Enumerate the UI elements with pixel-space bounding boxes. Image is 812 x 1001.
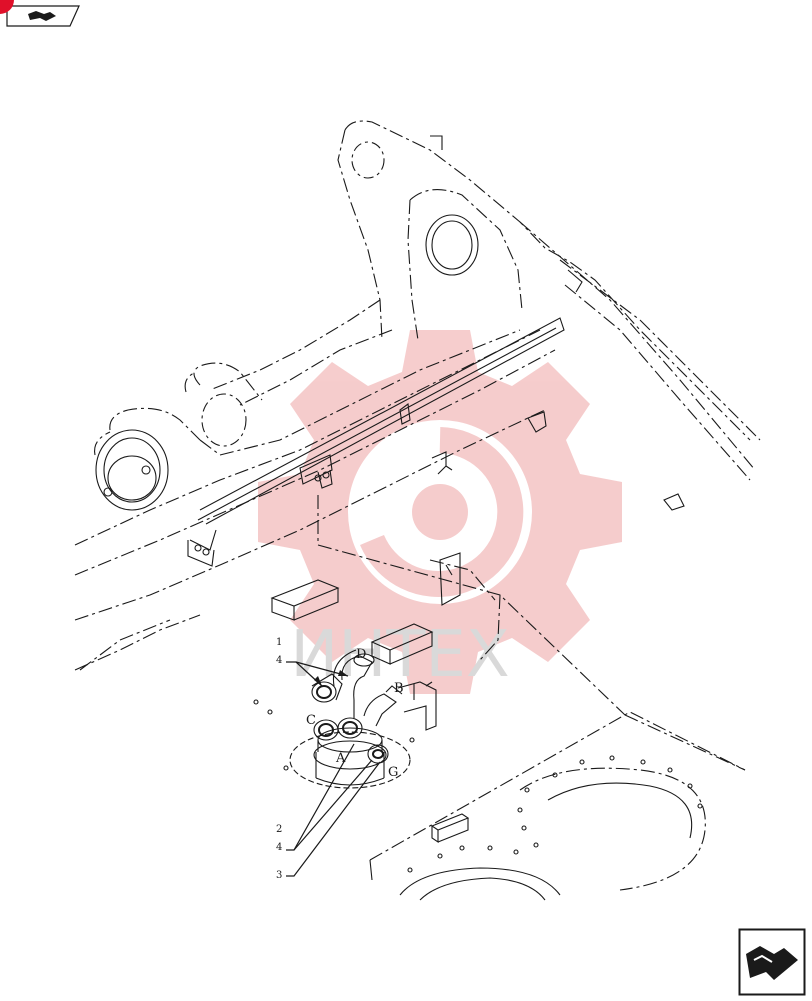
port-label-c: C <box>306 713 316 728</box>
mounting-brackets <box>431 411 685 606</box>
turntable-bolt-holes <box>407 755 703 873</box>
next-page-arrow-icon <box>28 11 56 21</box>
callout-leaders <box>286 661 381 877</box>
callout-item-1: 1 <box>276 637 282 648</box>
watermark-gear <box>258 330 622 694</box>
port-label-b: B <box>394 681 404 696</box>
port-label-d: D <box>356 647 366 662</box>
top-nav-tab[interactable] <box>6 4 80 28</box>
boom-outline <box>74 120 761 671</box>
next-page-arrow-icon <box>738 928 806 996</box>
spacer-blocks <box>270 579 470 844</box>
callout-item-4-upper: 4 <box>276 655 282 666</box>
swivel-fittings <box>311 649 437 764</box>
leader-arrowheads <box>314 670 348 686</box>
callout-item-4-lower: 4 <box>276 842 282 853</box>
turntable-frame <box>369 711 746 901</box>
callout-item-3: 3 <box>276 870 282 881</box>
boom-pin-bores <box>95 135 583 511</box>
upper-frame-outline <box>79 495 746 771</box>
next-page-button[interactable] <box>738 928 806 996</box>
nav-tab-frame <box>6 5 80 27</box>
port-label-a: A <box>335 751 346 766</box>
port-label-g: G <box>388 765 398 780</box>
callout-item-2: 2 <box>276 824 282 835</box>
upper-pipe-rail <box>187 317 565 567</box>
